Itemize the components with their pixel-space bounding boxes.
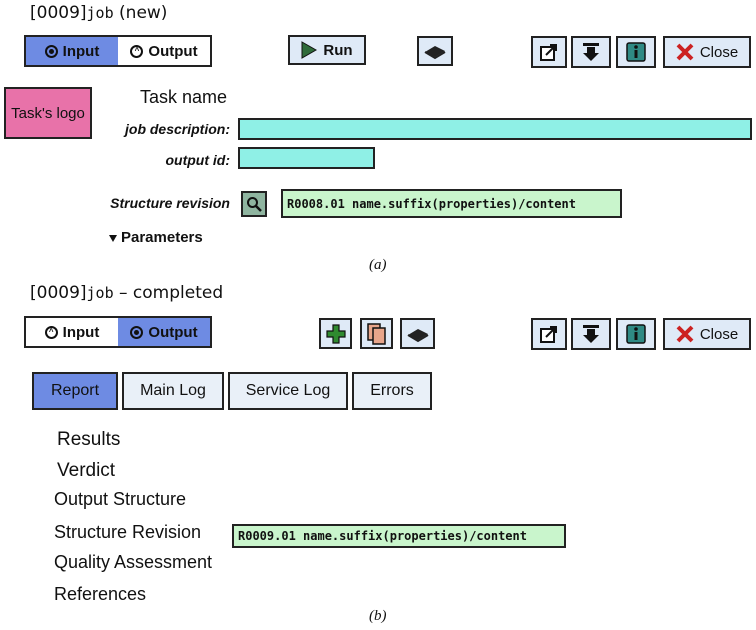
book-button[interactable] (417, 36, 453, 66)
parameters-section[interactable]: Parameters (108, 229, 203, 246)
job-word: job (86, 4, 114, 22)
output-id-field[interactable] (238, 147, 375, 169)
caption-b: (b) (369, 608, 387, 624)
input-output-toggle[interactable]: Input ^ Output (24, 35, 212, 67)
download-button-b[interactable] (571, 318, 611, 350)
input-output-toggle-b[interactable]: ^ Input Output (24, 316, 212, 348)
book-button-b[interactable] (400, 318, 435, 349)
run-label: Run (323, 41, 353, 59)
search-button[interactable] (241, 191, 267, 217)
task-logo: Task's logo (4, 87, 92, 139)
tab-errors[interactable]: Errors (352, 372, 432, 410)
export-icon (540, 44, 557, 61)
close-button[interactable]: Close (663, 36, 751, 68)
structure-revision-value-b: R0009.01 name.suffix(properties)/content (232, 524, 566, 548)
job-id: [0009] (30, 3, 87, 23)
tab-service-log-label: Service Log (245, 382, 331, 399)
info-icon (626, 324, 646, 344)
run-button[interactable]: Run (288, 35, 366, 65)
output-id-label: output id: (165, 152, 230, 168)
output-toggle-option-b[interactable]: Output (118, 318, 210, 346)
book-icon (424, 46, 446, 60)
parameters-label: Parameters (121, 229, 203, 246)
play-icon (301, 41, 318, 59)
close-x-icon (676, 325, 694, 343)
copy-button[interactable] (360, 318, 393, 349)
input-toggle-label: Input (62, 42, 100, 60)
tab-report-label: Report (50, 382, 100, 399)
report-quality-assessment: Quality Assessment (54, 552, 213, 572)
input-toggle-option-b[interactable]: ^ Input (26, 318, 118, 346)
job-title-b: [0009]job – completed (30, 283, 223, 303)
output-toggle-label: Output (148, 42, 198, 60)
download-button[interactable] (571, 36, 611, 68)
export-icon (540, 326, 557, 343)
tab-service-log[interactable]: Service Log (228, 372, 348, 410)
add-button[interactable] (319, 318, 352, 349)
close-button-b[interactable]: Close (663, 318, 751, 350)
book-icon (406, 328, 429, 342)
caption-a: (a) (369, 257, 387, 273)
job-title: [0009]job (new) (30, 3, 167, 23)
input-toggle-label-b: Input (62, 323, 100, 341)
triangle-down-icon (109, 234, 117, 242)
task-name: Task name (140, 87, 228, 107)
chevron-up-icon: ^ (44, 325, 58, 339)
close-x-icon (676, 43, 694, 61)
radio-selected-icon (130, 325, 144, 339)
job-description-field[interactable] (238, 118, 752, 140)
output-toggle-label-b: Output (148, 323, 198, 341)
output-toggle-option[interactable]: ^ Output (118, 37, 210, 65)
copy-icon (366, 322, 386, 345)
report-structure-revision: Structure Revision (54, 522, 202, 542)
job-status: (new) (119, 3, 168, 23)
job-status-b: – completed (119, 283, 224, 303)
tab-report[interactable]: Report (32, 372, 118, 410)
report-output-structure: Output Structure (54, 489, 187, 509)
download-icon (583, 43, 599, 61)
close-label-b: Close (699, 325, 739, 343)
structure-revision-value: R0008.01 name.suffix(properties)/content (281, 189, 622, 218)
radio-selected-icon (44, 44, 58, 58)
info-button-b[interactable] (616, 318, 656, 350)
info-icon (626, 42, 646, 62)
input-toggle-option[interactable]: Input (26, 37, 118, 65)
report-results: Results (57, 429, 121, 450)
report-verdict: Verdict (57, 460, 116, 481)
tab-main-log-label: Main Log (140, 382, 206, 399)
export-button-b[interactable] (531, 318, 567, 350)
close-label: Close (699, 43, 739, 61)
structure-revision-label: Structure revision (110, 195, 230, 211)
tab-main-log[interactable]: Main Log (122, 372, 224, 410)
export-button[interactable] (531, 36, 567, 68)
info-button[interactable] (616, 36, 656, 68)
tab-errors-label: Errors (370, 382, 414, 399)
download-icon (583, 325, 599, 343)
job-id-b: [0009] (30, 283, 87, 303)
report-references: References (54, 584, 147, 604)
job-description-label: job description: (125, 121, 230, 137)
job-word-b: job (86, 284, 114, 302)
task-logo-label: Task's logo (11, 104, 85, 122)
plus-icon (325, 323, 346, 344)
chevron-up-icon: ^ (130, 44, 144, 58)
search-icon (247, 197, 262, 212)
